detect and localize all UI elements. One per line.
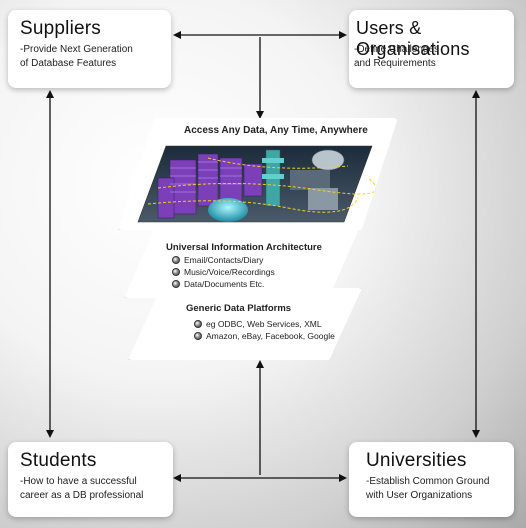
layer-access-any-data: Access Any Data, Any Time, Anywhere (118, 118, 398, 230)
suppliers-title: Suppliers (20, 18, 102, 39)
list-item: Music/Voice/Recordings (172, 266, 275, 278)
bullet-icon (194, 320, 202, 328)
bullet-icon (172, 256, 180, 264)
students-desc: -How to have a successful career as a DB… (20, 476, 144, 501)
gdp-title: Generic Data Platforms (186, 303, 292, 314)
suppliers-desc: -Provide Next Generation of Database Fea… (20, 44, 133, 69)
list-item: eg ODBC, Web Services, XML (194, 318, 335, 330)
uia-bullets: Email/Contacts/Diary Music/Voice/Recordi… (172, 254, 275, 290)
students-title: Students (20, 450, 97, 471)
layer-generic-data-platforms: Generic Data Platforms eg ODBC, Web Serv… (128, 288, 362, 360)
universities-desc: -Establish Common Ground with User Organ… (366, 476, 490, 501)
users-desc: -Define Challenges and Requirements (354, 44, 440, 69)
futuristic-city-icon (137, 145, 377, 223)
bullet-icon (172, 280, 180, 288)
list-item: Email/Contacts/Diary (172, 254, 275, 266)
gdp-bullets: eg ODBC, Web Services, XML Amazon, eBay,… (194, 318, 335, 342)
bullet-icon (194, 332, 202, 340)
uia-title: Universal Information Architecture (166, 242, 322, 253)
list-item: Data/Documents Etc. (172, 278, 275, 290)
users-card: Users & Organisations -Define Challenges… (349, 10, 514, 88)
suppliers-card: Suppliers -Provide Next Generation of Da… (8, 10, 171, 88)
universities-title: Universities (366, 450, 467, 471)
users-title: Users & Organisations (356, 18, 470, 59)
access-title: Access Any Data, Any Time, Anywhere (184, 125, 368, 136)
universities-card: Universities -Establish Common Ground wi… (349, 442, 514, 517)
list-item: Amazon, eBay, Facebook, Google (194, 330, 335, 342)
bullet-icon (172, 268, 180, 276)
layer-universal-information-architecture: Universal Information Architecture Email… (124, 222, 362, 298)
students-card: Students -How to have a successful caree… (8, 442, 173, 517)
